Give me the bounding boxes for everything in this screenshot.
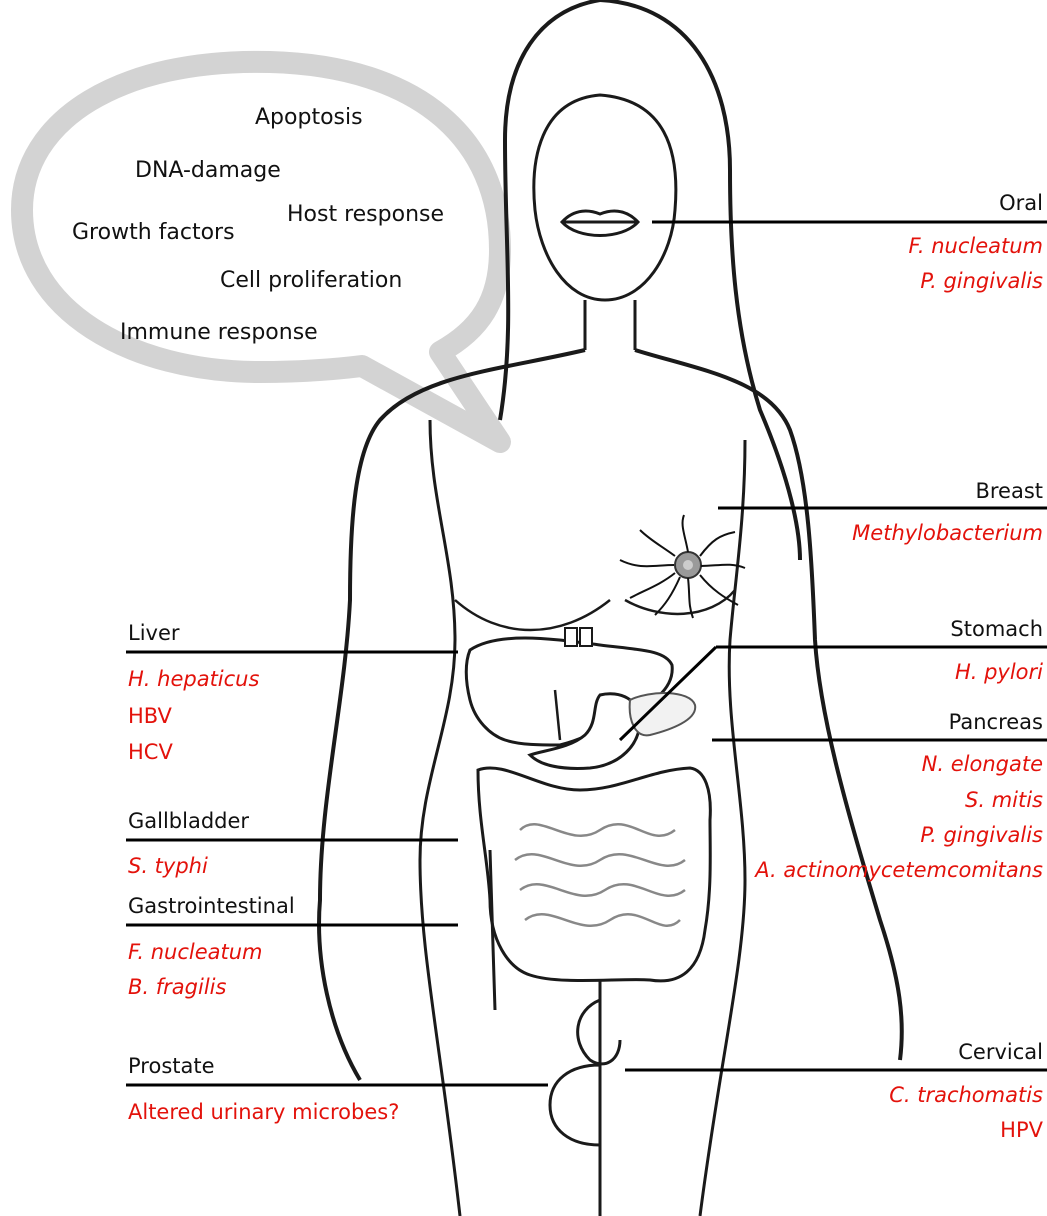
waist-left (420, 420, 460, 1216)
microbe-label: HPV (1000, 1117, 1043, 1143)
lips-icon (562, 211, 638, 235)
site-label-breast: Breast (975, 478, 1043, 504)
bubble-term: Host response (287, 202, 444, 227)
site-label-pancreas: Pancreas (949, 709, 1043, 735)
microbe-label: P. gingivalis (920, 822, 1043, 848)
prostate-icon (550, 1065, 600, 1145)
microbe-label: N. elongate (922, 751, 1043, 777)
bubble-term: Immune response (120, 320, 318, 345)
microbe-label: F. nucleatum (908, 233, 1043, 259)
site-label-gastrointestinal: Gastrointestinal (128, 893, 295, 919)
microbe-label: B. fragilis (128, 974, 226, 1000)
microbe-label: P. gingivalis (920, 268, 1043, 294)
large-intestine-icon (478, 768, 710, 981)
site-label-prostate: Prostate (128, 1053, 215, 1079)
microbe-label: S. typhi (128, 853, 208, 879)
face-outline (534, 95, 676, 300)
site-label-gallbladder: Gallbladder (128, 808, 249, 834)
bubble-term: Apoptosis (255, 105, 363, 130)
microbe-label: HCV (128, 739, 173, 765)
vessels (565, 628, 577, 646)
site-label-cervical: Cervical (958, 1039, 1043, 1065)
breast-tumor-icon (620, 515, 745, 618)
bubble-term: Cell proliferation (220, 268, 402, 293)
microbe-label: A. actinomycetemcomitans (755, 857, 1043, 883)
bubble-term: DNA-damage (135, 158, 281, 183)
site-label-oral: Oral (999, 190, 1043, 216)
site-label-stomach: Stomach (950, 616, 1043, 642)
site-label-liver: Liver (128, 620, 180, 646)
microbe-label: H. hepaticus (128, 666, 259, 692)
microbe-label: F. nucleatum (128, 939, 263, 965)
breast-contour (455, 600, 610, 630)
hair-right (600, 0, 800, 560)
neck (585, 300, 635, 350)
microbe-label: H. pylori (955, 659, 1043, 685)
bubble-term: Growth factors (72, 220, 235, 245)
microbe-label: Methylobacterium (852, 520, 1043, 546)
microbe-label: C. trachomatis (889, 1082, 1043, 1108)
microbe-label: HBV (128, 703, 172, 729)
microbe-label: Altered urinary microbes? (128, 1099, 399, 1125)
microbe-label: S. mitis (965, 787, 1043, 813)
